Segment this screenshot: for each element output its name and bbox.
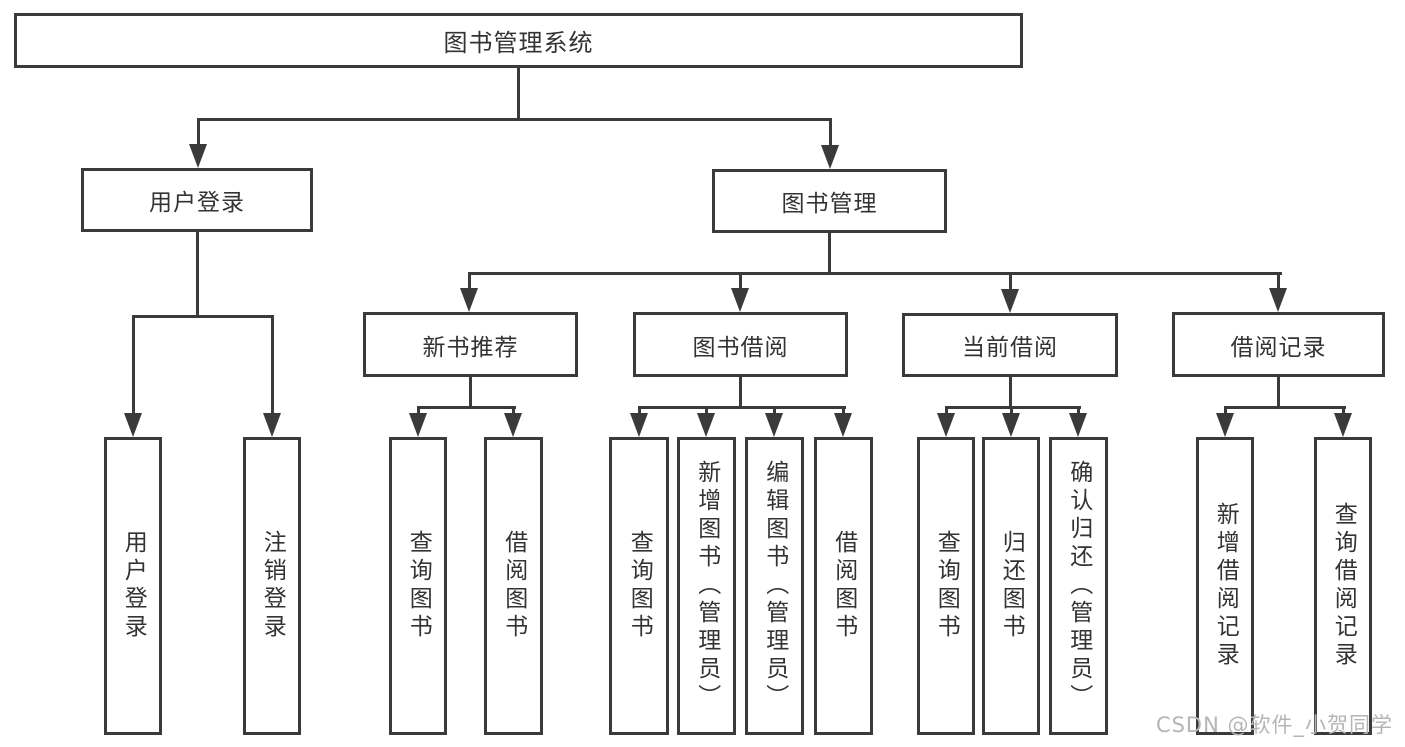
arrow-down-icon <box>1269 288 1287 312</box>
connector-line <box>469 377 472 409</box>
connector-line <box>271 315 274 415</box>
arrow-down-icon <box>1002 413 1020 437</box>
leaf-add-book-admin-label: 新增图书（管理员） <box>693 460 720 712</box>
arrow-down-icon <box>697 413 715 437</box>
leaf-borrow-book: 借阅图书 <box>814 437 873 735</box>
arrow-down-icon <box>731 288 749 312</box>
node-borrow-records: 借阅记录 <box>1172 312 1385 377</box>
arrow-down-icon <box>189 144 207 168</box>
connector-line <box>517 68 520 118</box>
arrow-down-icon <box>409 413 427 437</box>
leaf-query-book-recommend: 查询图书 <box>389 437 447 735</box>
connector-line <box>945 406 948 416</box>
node-book-management: 图书管理 <box>712 169 947 233</box>
connector-line <box>638 406 641 416</box>
leaf-add-book-admin: 新增图书（管理员） <box>677 437 736 735</box>
node-root: 图书管理系统 <box>14 13 1023 68</box>
leaf-logout-label: 注销登录 <box>259 530 286 642</box>
leaf-borrow-book-recommend-label: 借阅图书 <box>500 530 527 642</box>
arrow-down-icon <box>1216 413 1234 437</box>
connector-line <box>512 406 515 416</box>
leaf-borrow-book-recommend: 借阅图书 <box>484 437 543 735</box>
connector-line <box>1277 377 1280 409</box>
connector-line <box>1010 406 1013 416</box>
connector-line <box>197 118 831 121</box>
connector-line <box>842 406 845 416</box>
csdn-watermark: CSDN @软件_小贺同学 <box>1155 713 1393 737</box>
connector-line <box>197 118 200 146</box>
connector-line <box>468 272 1282 275</box>
leaf-user-login-label: 用户登录 <box>120 530 147 642</box>
arrow-down-icon <box>630 413 648 437</box>
leaf-return-book: 归还图书 <box>982 437 1040 735</box>
connector-line <box>828 233 831 275</box>
connector-line <box>132 315 274 318</box>
node-book-borrow: 图书借阅 <box>633 312 848 377</box>
leaf-query-book-current-label: 查询图书 <box>933 530 960 642</box>
leaf-add-borrow-record-label: 新增借阅记录 <box>1212 502 1239 670</box>
leaf-add-borrow-record: 新增借阅记录 <box>1196 437 1254 735</box>
leaf-edit-book-admin: 编辑图书（管理员） <box>745 437 804 735</box>
connector-line <box>1224 406 1227 416</box>
arrow-down-icon <box>1069 413 1087 437</box>
arrow-down-icon <box>460 288 478 312</box>
leaf-query-book-borrow: 查询图书 <box>609 437 669 735</box>
leaf-query-borrow-record-label: 查询借阅记录 <box>1330 502 1357 670</box>
leaf-confirm-return-admin-label: 确认归还（管理员） <box>1065 460 1092 712</box>
arrow-down-icon <box>1334 413 1352 437</box>
leaf-user-login: 用户登录 <box>104 437 162 735</box>
connector-line <box>417 406 420 416</box>
leaf-query-book-current: 查询图书 <box>917 437 975 735</box>
arrow-down-icon <box>834 413 852 437</box>
connector-line <box>417 406 516 409</box>
connector-line <box>739 272 742 290</box>
connector-line <box>829 118 832 146</box>
connector-line <box>638 406 846 409</box>
arrow-down-icon <box>263 413 281 437</box>
node-new-book-recommend: 新书推荐 <box>363 312 578 377</box>
connector-line <box>705 406 708 416</box>
connector-line <box>1009 272 1012 290</box>
connector-line <box>1077 406 1080 416</box>
leaf-confirm-return-admin: 确认归还（管理员） <box>1049 437 1108 735</box>
arrow-down-icon <box>765 413 783 437</box>
connector-line <box>132 315 135 415</box>
connector-line <box>945 406 1081 409</box>
leaf-edit-book-admin-label: 编辑图书（管理员） <box>761 460 788 712</box>
arrow-down-icon <box>937 413 955 437</box>
connector-line <box>196 232 199 318</box>
connector-line <box>1224 406 1346 409</box>
leaf-query-book-recommend-label: 查询图书 <box>405 530 432 642</box>
node-current-borrow: 当前借阅 <box>902 313 1118 377</box>
connector-line <box>1009 377 1012 409</box>
leaf-query-borrow-record: 查询借阅记录 <box>1314 437 1372 735</box>
arrow-down-icon <box>1001 289 1019 313</box>
arrow-down-icon <box>124 413 142 437</box>
arrow-down-icon <box>821 145 839 169</box>
leaf-return-book-label: 归还图书 <box>998 530 1025 642</box>
leaf-borrow-book-label: 借阅图书 <box>830 530 857 642</box>
node-user-login: 用户登录 <box>81 168 313 232</box>
connector-line <box>739 377 742 409</box>
connector-line <box>773 406 776 416</box>
arrow-down-icon <box>504 413 522 437</box>
connector-line <box>1342 406 1345 416</box>
connector-line <box>1277 272 1280 290</box>
connector-line <box>468 272 471 290</box>
leaf-logout: 注销登录 <box>243 437 301 735</box>
leaf-query-book-borrow-label: 查询图书 <box>626 530 653 642</box>
